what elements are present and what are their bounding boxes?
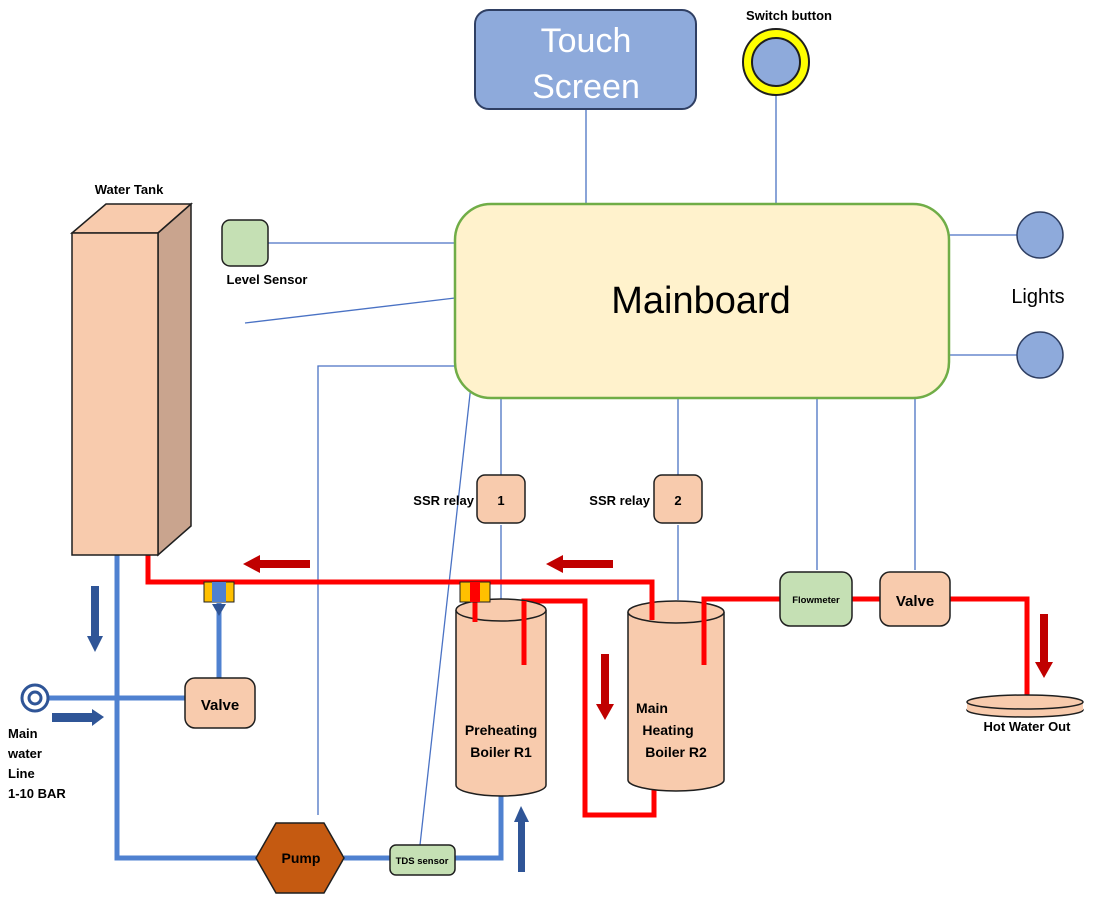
flowmeter-label: Flowmeter	[792, 595, 840, 606]
arrow-down-icon	[596, 654, 614, 720]
boiler-r1: Preheating Boiler R1	[455, 598, 547, 797]
boiler-r2-label-3: Boiler R2	[645, 744, 707, 760]
level-sensor-label: Level Sensor	[227, 272, 308, 287]
pipe-fittings	[203, 581, 491, 603]
pump-label: Pump	[282, 850, 321, 866]
arrow-left-icon	[546, 555, 613, 573]
boiler-r1-label-2: Boiler R1	[470, 744, 532, 760]
arrow-down-icon	[212, 604, 226, 616]
arrow-up-icon	[514, 806, 529, 872]
arrow-down-icon	[87, 586, 103, 652]
lights-label: Lights	[1011, 286, 1064, 308]
boiler-r1-label-1: Preheating	[465, 722, 537, 738]
valve-inlet-label: Valve	[201, 697, 239, 714]
main-water-line-label-3: Line	[8, 766, 35, 781]
hot-pipes-overlay	[472, 582, 707, 665]
flowmeter: Flowmeter	[779, 571, 853, 627]
tds-sensor-label: TDS sensor	[396, 856, 449, 867]
water-tank: Water Tank	[69, 182, 193, 557]
boiler-r2-label-2: Heating	[642, 722, 693, 738]
water-tank-label: Water Tank	[95, 182, 164, 197]
switch-button: Switch button	[742, 8, 832, 96]
pump: Pump	[255, 822, 345, 894]
arrow-left-icon	[243, 555, 310, 573]
light-indicator-top	[1016, 211, 1064, 259]
main-water-line-label-4: 1-10 BAR	[8, 786, 66, 801]
valve-inlet: Valve	[184, 677, 256, 729]
tds-sensor: TDS sensor	[389, 844, 456, 876]
main-water-line-label-2: water	[7, 746, 42, 761]
hot-water-out: Hot Water Out	[966, 694, 1084, 734]
lights: Lights	[1011, 211, 1065, 379]
arrow-down-icon	[1035, 614, 1053, 678]
ssr-relay-2: SSR relay 2	[589, 474, 703, 524]
cold-water-pipes	[45, 555, 504, 861]
boiler-r2-label-1: Main	[636, 700, 668, 716]
touch-screen-label-line2: Screen	[532, 68, 640, 106]
ssr-relay-2-label: SSR relay	[589, 493, 650, 508]
light-indicator-bottom	[1016, 331, 1064, 379]
switch-button-label: Switch button	[746, 8, 832, 23]
hot-water-out-label: Hot Water Out	[984, 719, 1072, 734]
boiler-r2: Main Heating Boiler R2	[627, 600, 725, 792]
arrow-right-icon	[52, 709, 104, 726]
flow-arrows	[52, 555, 1053, 872]
valve-output: Valve	[879, 571, 951, 627]
touch-screen: Touch Screen	[474, 9, 697, 110]
ssr-relay-1: SSR relay 1	[413, 474, 526, 524]
valve-output-label: Valve	[896, 593, 934, 610]
main-water-line-label-1: Main	[8, 726, 38, 741]
mainboard-label: Mainboard	[611, 280, 791, 322]
level-sensor: Level Sensor	[221, 219, 308, 287]
main-water-line: Main water Line 1-10 BAR	[7, 683, 66, 801]
ssr-relay-2-number: 2	[674, 493, 681, 508]
ssr-relay-1-label: SSR relay	[413, 493, 474, 508]
ssr-relay-1-number: 1	[497, 493, 504, 508]
touch-screen-label-line1: Touch	[541, 22, 632, 60]
mainboard: Mainboard	[453, 202, 951, 400]
